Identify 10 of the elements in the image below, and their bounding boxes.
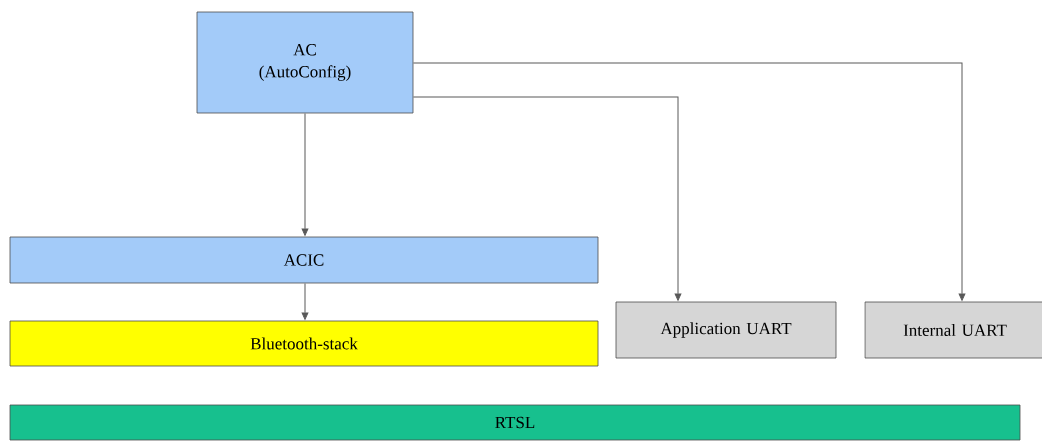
arrow: [412, 62, 966, 301]
process-box: AC (AutoConfig): [196, 11, 414, 114]
layer-bar: RTSL: [9, 404, 1021, 441]
layer-bar: ACIC: [9, 236, 599, 284]
interface-box: Application UART: [615, 301, 837, 359]
arrow: [301, 282, 309, 320]
arrow: [412, 96, 682, 301]
arrow: [301, 112, 309, 236]
layer-bar: Bluetooth-stack: [9, 320, 599, 367]
interface-box: Internal UART: [864, 301, 1042, 359]
